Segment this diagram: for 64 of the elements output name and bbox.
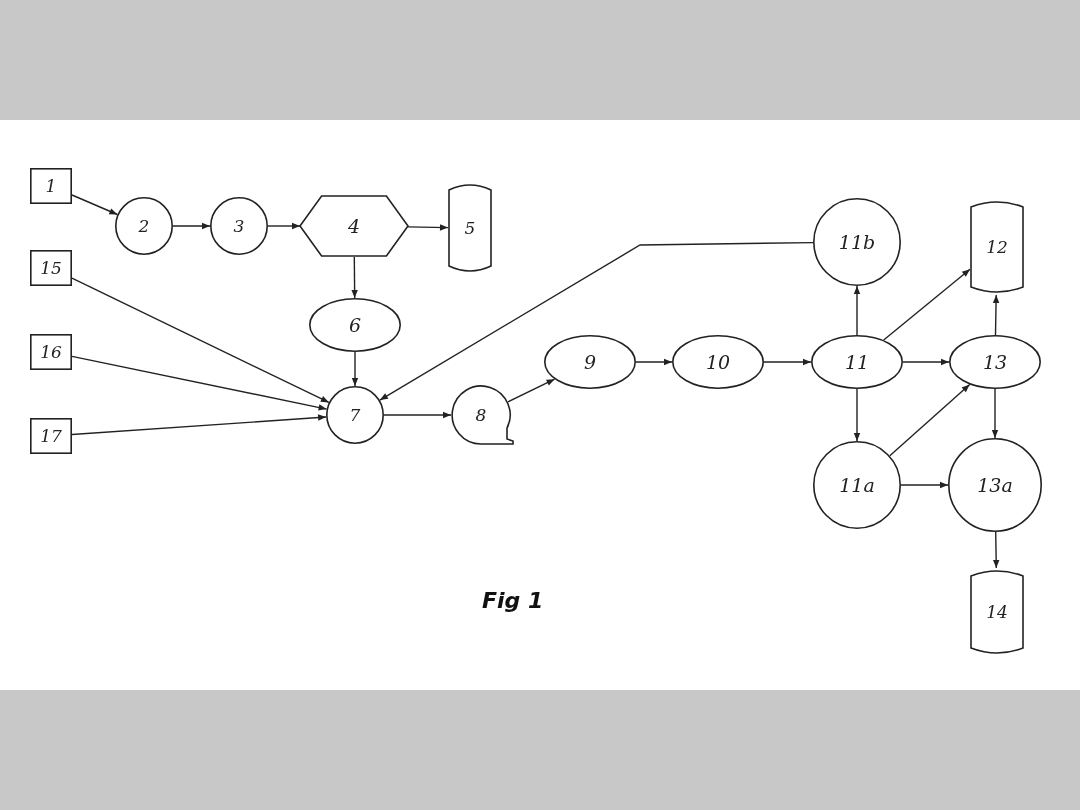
preparation-hexagon [300, 195, 408, 257]
process-circle [115, 197, 173, 255]
arrow [351, 351, 359, 387]
arrow [763, 358, 812, 366]
node-number: 2 [138, 216, 150, 236]
arrow [383, 411, 452, 419]
arrow [351, 256, 358, 299]
arrow [379, 241, 814, 401]
arrow [71, 194, 119, 216]
tape-symbol [451, 385, 511, 445]
arrow [407, 224, 449, 231]
process-ellipse [309, 298, 401, 352]
node-number: 16 [40, 342, 62, 362]
node-number: 11 [844, 351, 870, 373]
process-box [30, 334, 72, 370]
node-number: 13a [977, 474, 1013, 496]
arrow [992, 294, 1000, 336]
node-number: 14 [986, 602, 1008, 622]
arrow [71, 277, 330, 404]
process-circle [813, 441, 901, 529]
arrow [853, 388, 861, 442]
node-number: 17 [40, 426, 62, 446]
process-ellipse [672, 335, 764, 389]
storage-drum [970, 199, 1024, 295]
node-number: 15 [40, 258, 62, 278]
node-number: 3 [233, 216, 245, 236]
node-number: 9 [583, 351, 597, 373]
node-number: 10 [705, 351, 731, 373]
arrow [172, 222, 211, 230]
storage-drum [448, 182, 492, 274]
node-number: 7 [349, 405, 361, 425]
node-number: 6 [348, 314, 362, 336]
process-box [30, 168, 72, 204]
node-number: 12 [986, 237, 1008, 257]
process-circle [948, 438, 1042, 532]
arrow [71, 355, 328, 411]
arrow [267, 222, 301, 230]
node-number: 13 [982, 351, 1008, 373]
process-box [30, 250, 72, 286]
storage-drum [970, 568, 1024, 656]
arrow [883, 268, 971, 341]
process-ellipse [544, 335, 636, 389]
arrow [900, 481, 949, 489]
node-number: 8 [475, 405, 487, 425]
node-number: 1 [45, 176, 57, 196]
figure-caption: Fig 1 [482, 588, 544, 613]
arrow [991, 388, 999, 439]
process-circle [813, 198, 901, 286]
arrow [889, 383, 971, 457]
process-box [30, 418, 72, 454]
node-number: 11b [838, 231, 876, 253]
process-circle [210, 197, 268, 255]
process-ellipse [949, 335, 1041, 389]
arrow [992, 531, 1000, 569]
arrow [635, 358, 673, 366]
arrow [71, 414, 327, 436]
arrow [507, 378, 556, 403]
process-circle [326, 386, 384, 444]
node-number: 4 [347, 215, 361, 237]
node-number: 5 [464, 218, 476, 238]
arrow [902, 358, 950, 366]
process-ellipse [811, 335, 903, 389]
arrow [853, 285, 861, 336]
node-number: 11a [839, 474, 875, 496]
